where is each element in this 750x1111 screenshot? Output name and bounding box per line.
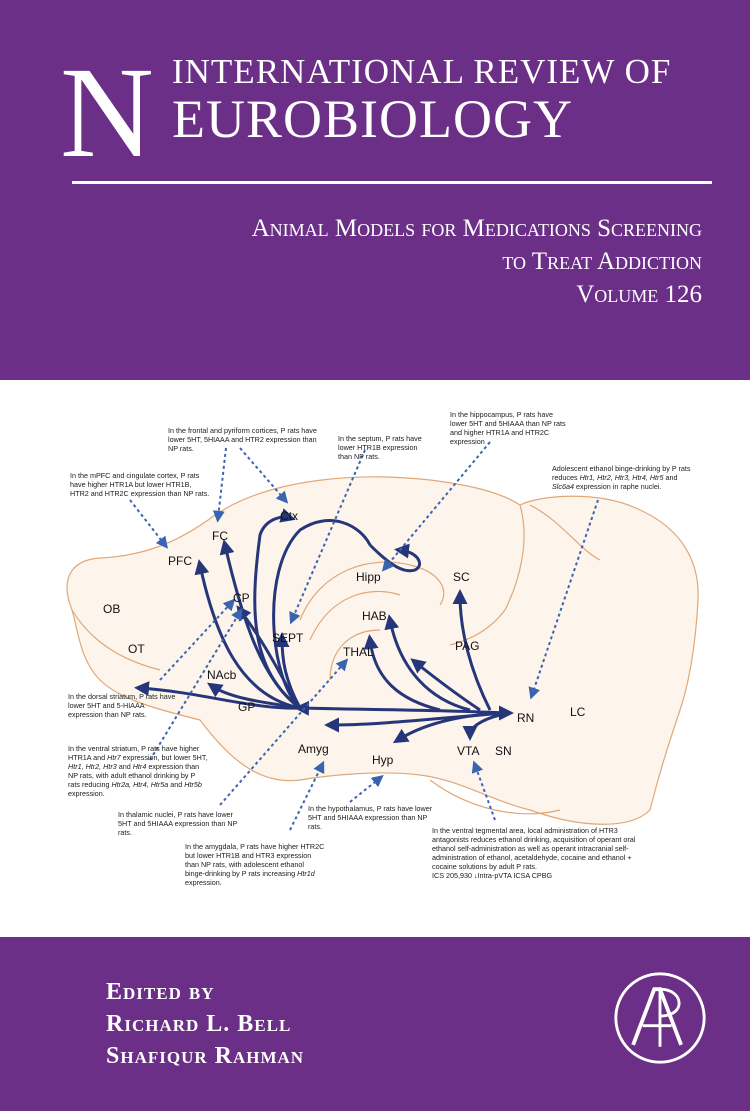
- label-hipp: Hipp: [356, 570, 381, 584]
- annotation-raphe: Adolescent ethanol binge-drinking by P r…: [552, 464, 691, 491]
- annotation-vta-text: In the ventral tegmental area, local adm…: [432, 826, 636, 871]
- annotation-amygdala: In the amygdala, P rats have higher HTR2…: [185, 842, 325, 887]
- annotation-thalamic: In thalamic nuclei, P rats have lower 5H…: [118, 810, 238, 837]
- label-amyg: Amyg: [298, 742, 329, 756]
- region-labels: PFC FC Ctx OB OT CP Hipp SC HAB SEPT THA…: [103, 509, 586, 767]
- annotation-ventral-striatum: In the ventral striatum, P rats have hig…: [68, 744, 208, 798]
- annotation-vta: In the ventral tegmental area, local adm…: [432, 826, 642, 880]
- series-title-line1: INTERNATIONAL REVIEW OF: [172, 52, 672, 91]
- annotation-mpfc: In the mPFC and cingulate cortex, P rats…: [70, 471, 210, 498]
- series-title-initial: N: [60, 41, 154, 185]
- annotation-vta-footnote: ICS 205,930 ↓Intra-pVTA ICSA CPBG: [432, 871, 553, 880]
- label-pag: PAG: [455, 639, 479, 653]
- label-lc: LC: [570, 705, 586, 719]
- book-title-line2: to Treat Addiction: [502, 248, 702, 275]
- label-thal: THAL: [343, 645, 374, 659]
- label-pfc: PFC: [168, 554, 192, 568]
- label-ot: OT: [128, 642, 145, 656]
- book-title-line1: Animal Models for Medications Screening: [251, 215, 702, 242]
- annotation-pointers: [129, 441, 599, 831]
- annotation-hypothalamus: In the hypothalamus, P rats have lower 5…: [308, 804, 433, 831]
- label-rn: RN: [517, 711, 534, 725]
- label-hab: HAB: [362, 609, 387, 623]
- label-hyp: Hyp: [372, 753, 394, 767]
- editor-name-2: Shafiqur Rahman: [106, 1043, 305, 1069]
- annotation-septum: In the septum, P rats have lower HTR1B e…: [338, 434, 422, 461]
- volume-number: Volume 126: [576, 281, 702, 308]
- annotation-dorsal-striatum: In the dorsal striatum, P rats have lowe…: [68, 692, 176, 719]
- brain-outline: [66, 476, 699, 825]
- label-ob: OB: [103, 602, 120, 616]
- label-gp: GP: [238, 700, 255, 714]
- edited-by-label: Edited by: [106, 979, 215, 1005]
- label-ctx: Ctx: [280, 509, 298, 523]
- annotation-frontal: In the frontal and pyriform cortices, P …: [168, 426, 317, 453]
- label-sn: SN: [495, 744, 512, 758]
- publisher-logo-icon: [614, 972, 706, 1064]
- projection-arrows: [134, 508, 514, 744]
- editor-name-1: Richard L. Bell: [106, 1011, 292, 1037]
- editors-block: Edited by Richard L. Bell Shafiqur Rahma…: [106, 976, 304, 1072]
- label-fc: FC: [212, 529, 228, 543]
- series-title-line2: EUROBIOLOGY: [172, 89, 573, 149]
- label-sc: SC: [453, 570, 470, 584]
- label-sept: SEPT: [272, 631, 304, 645]
- label-nacb: NAcb: [207, 668, 237, 682]
- book-title-block: Animal Models for Medications Screening …: [252, 212, 702, 311]
- brain-diagram: PFC FC Ctx OB OT CP Hipp SC HAB SEPT THA…: [66, 441, 699, 831]
- label-cp: CP: [233, 591, 250, 605]
- cover-figure: PFC FC Ctx OB OT CP Hipp SC HAB SEPT THA…: [0, 380, 750, 937]
- title-divider: [72, 181, 712, 184]
- annotation-hippocampus: In the hippocampus, P rats have lower 5H…: [450, 410, 566, 446]
- label-vta: VTA: [457, 744, 479, 758]
